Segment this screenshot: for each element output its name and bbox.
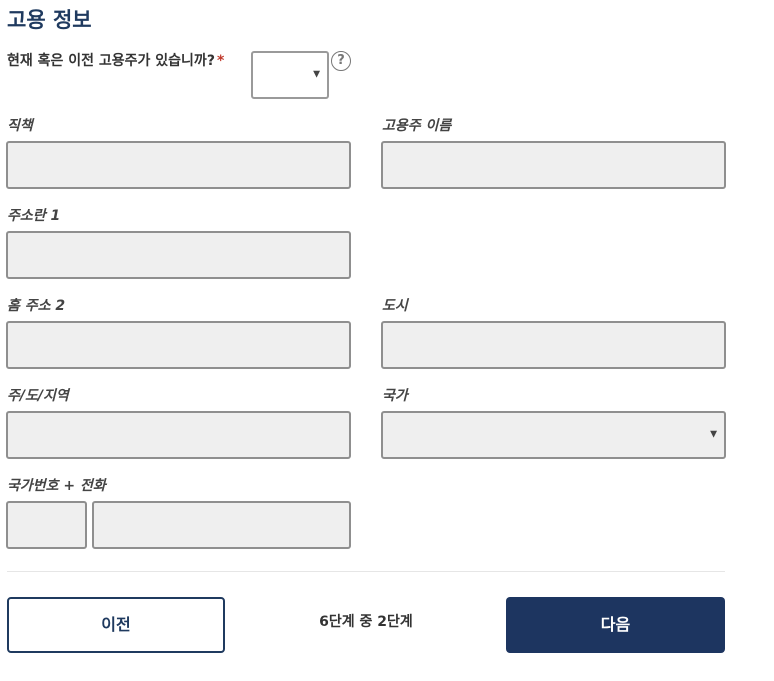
- address-line1-input[interactable]: [6, 231, 351, 279]
- required-mark: *: [216, 53, 225, 69]
- phone-label: 국가번호 + 전화: [7, 478, 106, 494]
- section-title: 고용 정보: [7, 8, 92, 32]
- help-circle-icon[interactable]: ?: [331, 51, 351, 71]
- address-line2-label: 홈 주소 2: [7, 298, 66, 314]
- next-button[interactable]: 다음: [506, 597, 725, 653]
- employer-question-select[interactable]: ▼: [251, 51, 329, 99]
- state-region-input[interactable]: [6, 411, 351, 459]
- employer-question-text: 현재 혹은 이전 고용주가 있습니까?: [7, 53, 215, 69]
- chevron-down-icon: ▼: [710, 429, 717, 440]
- step-indicator: 6단계 중 2단계: [319, 614, 413, 630]
- phone-number-input[interactable]: [92, 501, 351, 549]
- chevron-down-icon: ▼: [313, 69, 320, 80]
- city-label: 도시: [382, 298, 408, 314]
- employer-name-input[interactable]: [381, 141, 726, 189]
- divider: [7, 571, 725, 572]
- job-title-label: 직책: [7, 118, 33, 134]
- previous-button[interactable]: 이전: [7, 597, 225, 653]
- job-title-input[interactable]: [6, 141, 351, 189]
- country-label: 국가: [382, 388, 408, 404]
- address-line1-label: 주소란 1: [7, 208, 61, 224]
- city-input[interactable]: [381, 321, 726, 369]
- phone-country-code-input[interactable]: [6, 501, 87, 549]
- country-select[interactable]: ▼: [381, 411, 726, 459]
- employer-question-label: 현재 혹은 이전 고용주가 있습니까?*: [7, 52, 232, 71]
- state-region-label: 주/도/지역: [7, 388, 69, 404]
- address-line2-input[interactable]: [6, 321, 351, 369]
- employer-name-label: 고용주 이름: [382, 118, 452, 134]
